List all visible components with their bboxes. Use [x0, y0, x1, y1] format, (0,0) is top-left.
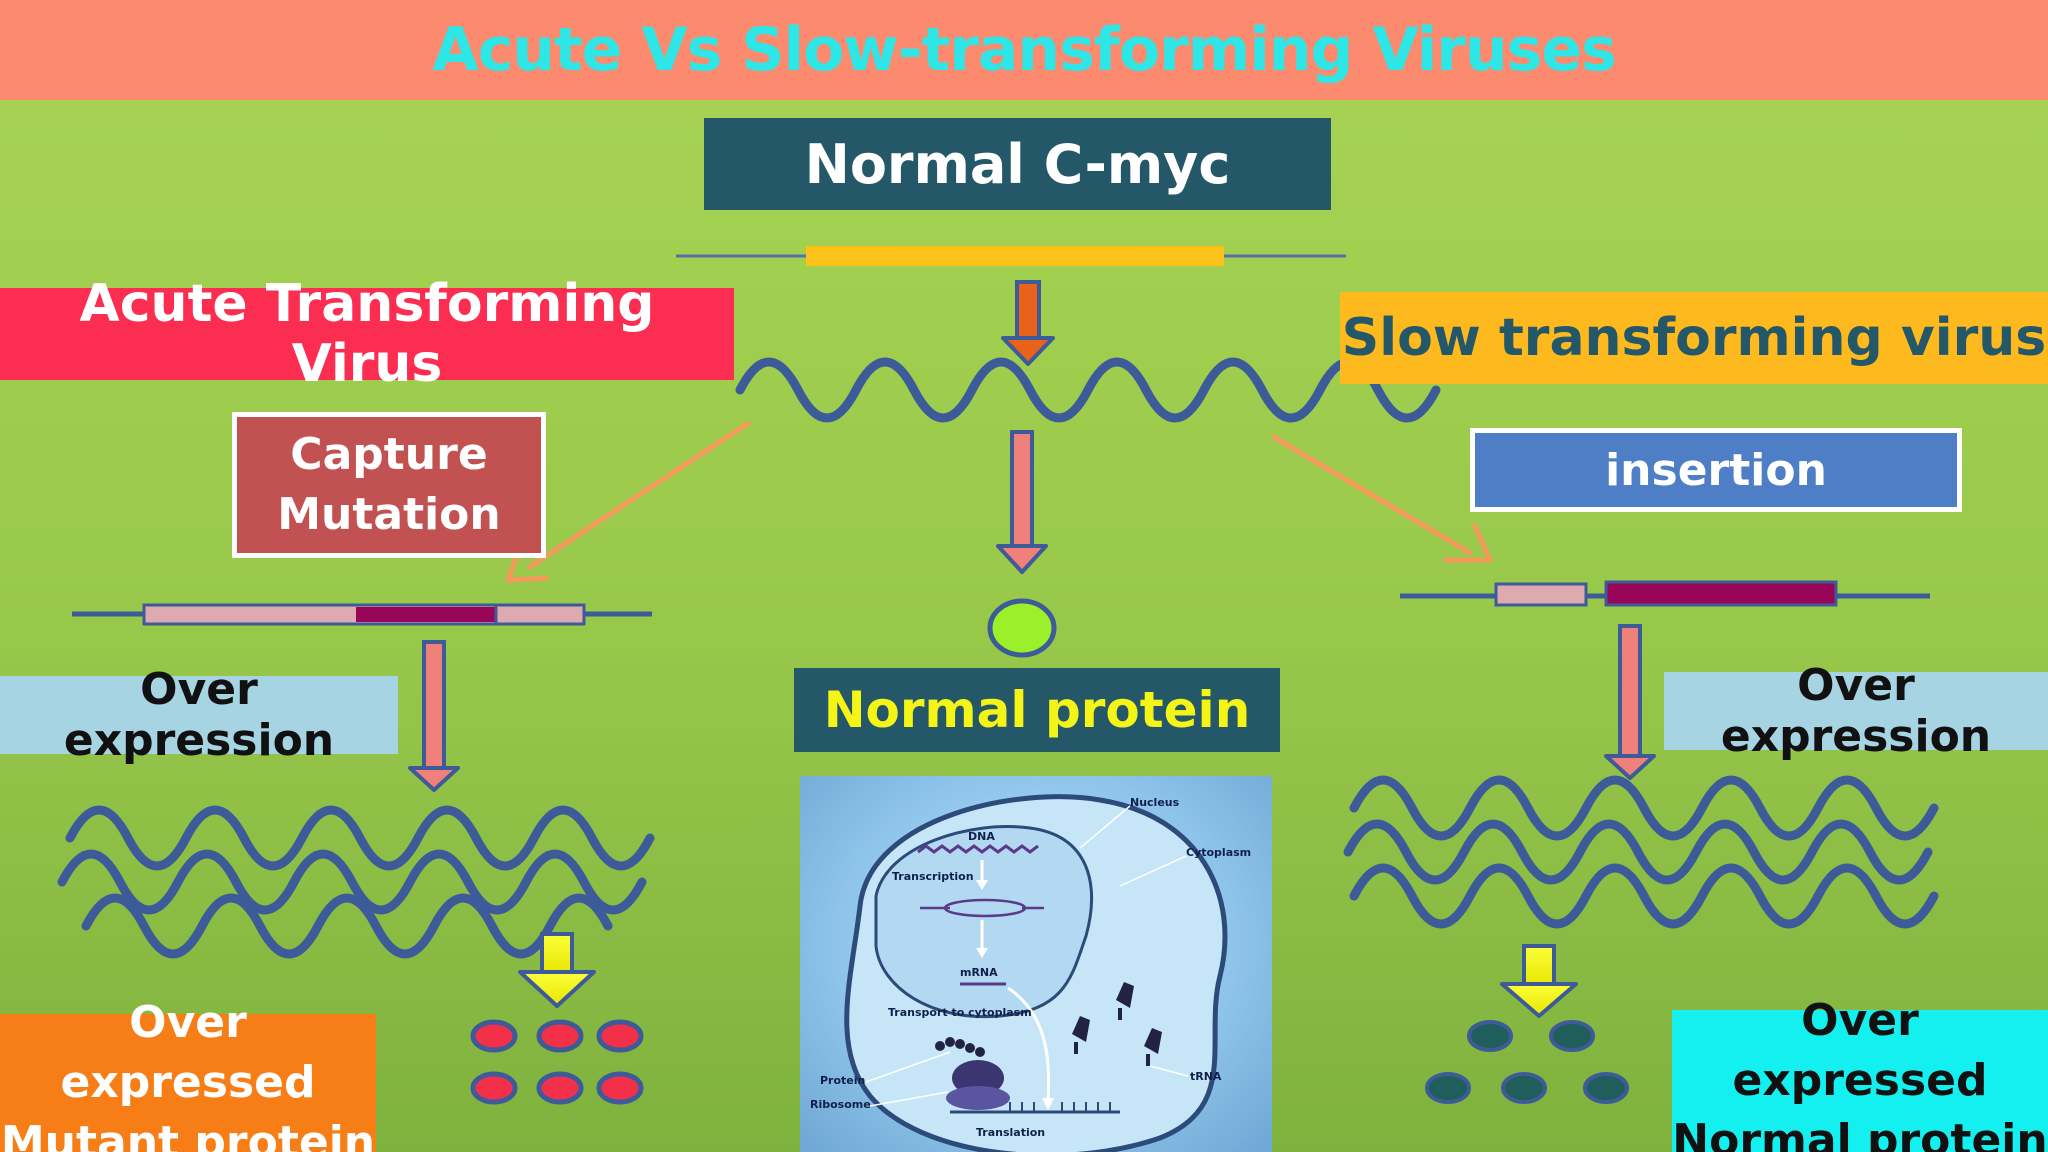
arrow-down-center — [996, 430, 1048, 574]
insertion-box: insertion — [1470, 428, 1962, 512]
capture-line1: Capture — [290, 429, 488, 480]
label-nucleus: Nucleus — [1130, 796, 1180, 809]
yellow-arrow-left — [518, 932, 596, 1008]
yellow-arrow-right — [1500, 944, 1578, 1018]
normal-protein-label: Normal protein — [794, 668, 1280, 752]
label-transcription: Transcription — [892, 870, 974, 883]
mrna-waves-left — [57, 805, 655, 959]
dna-strand — [917, 844, 1039, 854]
label-ribosome: Ribosome — [810, 1098, 871, 1111]
normal-protein-dots — [1425, 1020, 1629, 1104]
mutant-line1: Over expressed — [60, 997, 316, 1108]
mutant-protein-dots — [470, 1019, 644, 1105]
nucleus-envelope — [874, 825, 1094, 1019]
slow-virus-label: Slow transforming virus — [1340, 292, 2048, 384]
normal-result-line2: Normal protein — [1672, 1115, 2048, 1152]
label-trna: tRNA — [1190, 1070, 1222, 1083]
acute-mutant-gene — [72, 603, 652, 626]
arrow-down-center-top — [1001, 280, 1055, 366]
mrna-waves-right — [1343, 775, 1939, 929]
normal-gene — [676, 246, 1346, 266]
arrow-down-right — [1604, 624, 1656, 780]
over-expression-right: Over expression — [1664, 660, 2048, 762]
label-mrna: mRNA — [960, 966, 998, 979]
slow-inserted-gene — [1400, 580, 1930, 607]
cell-diagram: Nucleus Cytoplasm DNA Transcription mRNA… — [800, 776, 1272, 1152]
acute-virus-label: Acute Transforming Virus — [0, 274, 734, 394]
ribosome — [952, 1060, 1004, 1096]
label-translation: Translation — [976, 1126, 1045, 1139]
slide-title: Acute Vs Slow-transforming Viruses — [0, 0, 2048, 100]
over-expression-left: Over expression — [0, 664, 398, 766]
normal-cmyc-label: Normal C-myc — [704, 118, 1331, 210]
label-transport: Transport to cytoplasm — [888, 1006, 1032, 1019]
capture-line2: Mutation — [277, 489, 501, 540]
normal-protein-dot — [987, 598, 1057, 658]
arrow-diagonal-right — [1270, 433, 1493, 563]
mutant-protein-box: Over expressed Mutant protein — [0, 997, 376, 1152]
capture-mutation-box: Capture Mutation — [232, 412, 546, 558]
normal-protein-result-box: Over expressed Normal protein — [1672, 995, 2048, 1152]
label-cytoplasm: Cytoplasm — [1186, 846, 1251, 859]
label-dna: DNA — [968, 830, 995, 843]
cell-diagram-svg: Nucleus Cytoplasm DNA Transcription mRNA… — [810, 794, 1251, 1152]
normal-result-line1: Over expressed — [1732, 995, 1988, 1106]
mutant-line2: Mutant protein — [0, 1117, 376, 1152]
label-protein: Protein — [820, 1074, 865, 1087]
arrow-down-left — [408, 640, 460, 792]
mrna-wave-center — [735, 357, 1441, 423]
